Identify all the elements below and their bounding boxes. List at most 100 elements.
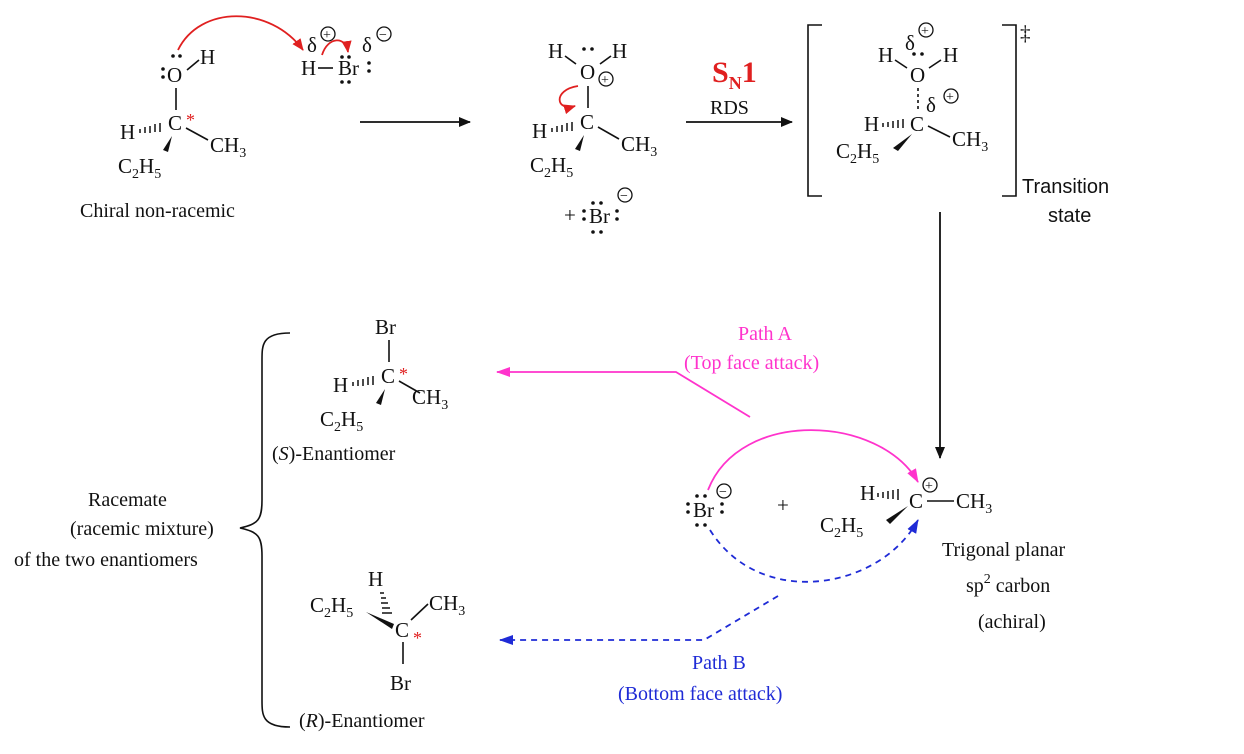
- atom-hydrogen: H: [612, 39, 627, 63]
- atom-hydrogen: H: [943, 43, 958, 67]
- trigonal-label: sp2 carbon: [966, 572, 1050, 597]
- transition-state-label: state: [1048, 205, 1091, 227]
- right-bracket: [1002, 24, 1017, 197]
- r-enantiomer: H C2H5 C * CH3 Br (R)-Enantiomer: [299, 567, 465, 732]
- atom-bromine: Br: [375, 315, 396, 339]
- minus-charge: −: [620, 189, 628, 204]
- atom-bromine: Br: [589, 204, 610, 228]
- path-a-arrow: [496, 367, 751, 418]
- plus-charge: +: [601, 73, 609, 88]
- solid-wedge: [376, 389, 385, 405]
- path-b: Path B (Bottom face attack): [499, 595, 782, 705]
- minus-charge: −: [719, 485, 727, 500]
- atom-bromine: Br: [390, 671, 411, 695]
- atom-oxygen: O: [910, 63, 925, 87]
- partial-positive: δ: [307, 33, 317, 57]
- bromide-ion-1: + Br −: [564, 187, 633, 234]
- methyl-group: CH3: [210, 133, 246, 161]
- atom-carbon: C: [580, 110, 594, 134]
- hashed-wedge: [877, 489, 899, 500]
- path-a-label: (Top face attack): [684, 352, 819, 374]
- path-b-label: (Bottom face attack): [618, 683, 782, 705]
- curly-arrow-bond-break: [321, 39, 352, 56]
- atom-carbon: C: [909, 489, 923, 513]
- transition-state-label: Transition: [1022, 176, 1109, 198]
- transition-state: ‡ H H δ + O C δ + H CH3 C2H5 Transition …: [807, 21, 1109, 227]
- path-b-label: Path B: [692, 652, 746, 674]
- atom-carbon: C: [910, 112, 924, 136]
- s-enantiomer-label: (S)-Enantiomer: [272, 443, 396, 465]
- carbocation: H C + CH3 C2H5 Trigonal planar sp2 carbo…: [820, 477, 1065, 633]
- path-b-arrow: [499, 595, 779, 645]
- oxonium-ion: H H O + C H CH3 C2H5: [530, 39, 657, 181]
- curly-arrow-leaving-group: [558, 85, 579, 115]
- methyl-group: CH3: [621, 132, 657, 160]
- bottom-face-attack-arrow: [709, 519, 919, 583]
- atom-hydrogen: H: [200, 45, 215, 69]
- plus-sign: +: [564, 203, 576, 227]
- hashed-wedge: [139, 123, 161, 133]
- s-enantiomer: Br C * H CH3 C2H5 (S)-Enantiomer: [272, 315, 448, 465]
- trigonal-label: (achiral): [978, 611, 1046, 633]
- atom-oxygen: O: [580, 60, 595, 84]
- atom-bromine: Br: [338, 56, 359, 80]
- ethyl-group: C2H5: [118, 154, 161, 182]
- starting-alcohol: O H C * H CH3 C2H5 Chiral non-racemic: [80, 45, 246, 222]
- plus-charge: +: [323, 28, 331, 43]
- partial-positive: δ: [926, 93, 936, 117]
- bromide-ion-2: Br − +: [686, 483, 789, 527]
- atom-hydrogen: H: [860, 481, 875, 505]
- methyl-group: CH3: [429, 591, 465, 619]
- atom-hydrogen: H: [301, 56, 316, 80]
- solid-wedge: [886, 506, 908, 524]
- sn1-label: SN1: [712, 56, 757, 93]
- stereocenter-star: *: [399, 364, 408, 384]
- plus-charge: +: [946, 90, 954, 105]
- curly-brace: [239, 332, 291, 728]
- curly-arrow-protonation: [177, 15, 304, 51]
- atom-carbon: C: [381, 364, 395, 388]
- solid-wedge: [893, 134, 912, 151]
- racemate-label: Racemate (racemic mixture) of the two en…: [14, 489, 214, 571]
- atom-hydrogen: H: [532, 119, 547, 143]
- methyl-group: CH3: [412, 385, 448, 413]
- partial-negative: δ: [362, 33, 372, 57]
- hashed-wedge: [551, 122, 573, 132]
- hydrogen-bromide: H Br δ + δ −: [301, 26, 392, 84]
- atom-carbon: C: [395, 618, 409, 642]
- top-face-attack-arrow: [707, 429, 919, 491]
- stereocenter-star: *: [413, 628, 422, 648]
- racemate-label-line: (racemic mixture): [70, 518, 214, 540]
- hashed-wedge: [380, 592, 392, 614]
- stereocenter-star: *: [186, 110, 195, 130]
- atom-hydrogen: H: [120, 120, 135, 144]
- plus-sign: +: [777, 493, 789, 517]
- methyl-group: CH3: [956, 489, 992, 517]
- solid-wedge: [366, 612, 394, 629]
- ethyl-group: C2H5: [530, 153, 573, 181]
- hashed-wedge: [882, 119, 904, 128]
- ethyl-group: C2H5: [310, 593, 353, 621]
- atom-hydrogen: H: [864, 112, 879, 136]
- atom-oxygen: O: [167, 63, 182, 87]
- racemate-label-line: of the two enantiomers: [14, 549, 198, 571]
- plus-charge: +: [925, 479, 933, 494]
- ethyl-group: C2H5: [320, 407, 363, 435]
- atom-carbon: C: [168, 111, 182, 135]
- double-dagger: ‡: [1020, 21, 1031, 45]
- atom-hydrogen: H: [548, 39, 563, 63]
- path-a: Path A (Top face attack): [496, 323, 819, 418]
- plus-charge: +: [921, 24, 929, 39]
- atom-hydrogen: H: [333, 373, 348, 397]
- left-bracket: [807, 24, 822, 197]
- partial-positive: δ: [905, 31, 915, 55]
- r-enantiomer-label: (R)-Enantiomer: [299, 710, 425, 732]
- methyl-group: CH3: [952, 127, 988, 155]
- trigonal-label: Trigonal planar: [942, 539, 1065, 561]
- hashed-wedge: [352, 376, 374, 386]
- atom-hydrogen: H: [878, 43, 893, 67]
- chiral-label: Chiral non-racemic: [80, 200, 235, 222]
- atom-hydrogen: H: [368, 567, 383, 591]
